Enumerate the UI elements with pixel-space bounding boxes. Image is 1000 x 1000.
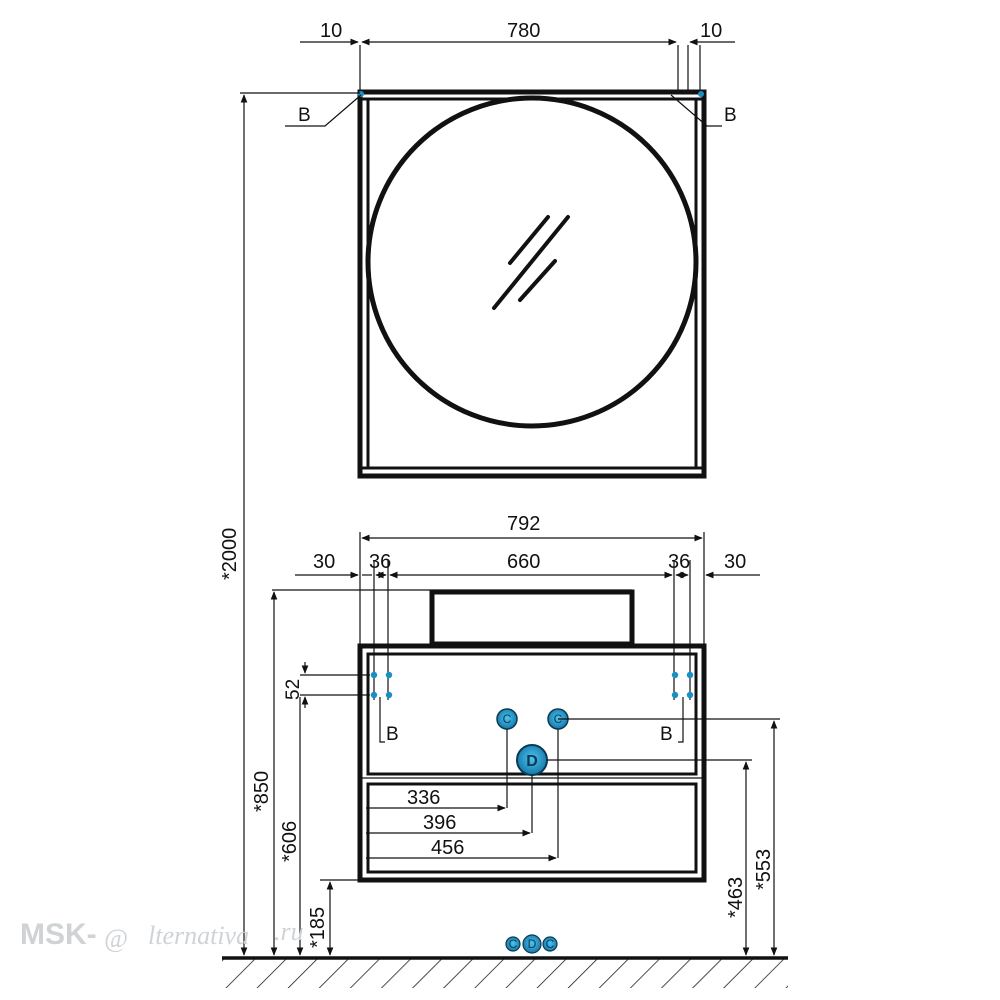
mirror-mount-label-right: B — [724, 105, 737, 126]
svg-text:D: D — [528, 937, 537, 951]
pipe-height-dimensions: *553 *463 — [547, 718, 780, 956]
watermark-at-icon: @ — [104, 924, 128, 953]
overall-height-label: *2000 — [219, 528, 241, 580]
cabinet-bottom-height-label: *185 — [307, 907, 329, 948]
mirror-right-gap-label: 10 — [700, 20, 722, 42]
glass-reflection-icon — [492, 215, 570, 310]
hole-spacing-label: 52 — [283, 679, 304, 700]
watermark-logo: MSK- @ lternativa .ru — [20, 917, 304, 953]
cabinet-top-height-label: *850 — [251, 771, 273, 812]
vanity-cabinet: 792 30 36 660 36 30 — [251, 513, 780, 956]
hole-height-label: *606 — [279, 821, 301, 862]
cabinet-mount-label-right: B — [660, 724, 673, 745]
cabinet-right-outer-label: 30 — [724, 551, 746, 573]
svg-text:C: C — [503, 712, 512, 726]
cabinet-inner-width-label: 660 — [507, 551, 540, 573]
mirror-width-dimension: 10 780 10 — [300, 20, 735, 90]
drain-height-label: *463 — [725, 877, 747, 918]
water-height-label: *553 — [753, 849, 775, 890]
cold-water-marker: C — [496, 708, 518, 730]
mount-holes — [370, 671, 694, 699]
offset-c1-label: 336 — [407, 787, 440, 809]
cabinet-body — [357, 643, 707, 883]
offset-d-label: 396 — [423, 812, 456, 834]
svg-text:C: C — [509, 937, 518, 951]
mirror-frame — [357, 89, 707, 479]
hole-spacing-dimension: 52 — [283, 662, 370, 708]
drain-marker: D — [516, 744, 548, 776]
offset-c2-label: 456 — [431, 837, 464, 859]
basin — [429, 589, 635, 647]
svg-text:MSK-: MSK- — [20, 918, 97, 951]
floor-connection-markers: C D C — [505, 934, 558, 954]
cabinet-mount-label-left: B — [386, 724, 399, 745]
cabinet-total-width-label: 792 — [507, 513, 540, 535]
svg-text:lternativa: lternativa — [148, 921, 249, 950]
round-mirror — [365, 95, 699, 429]
cabinet-left-inner-label: 36 — [369, 551, 391, 573]
cabinet-height-dimensions: *850 *606 *185 — [251, 591, 360, 956]
mirror-mount-point-right — [698, 91, 704, 97]
mirror-width-label: 780 — [507, 20, 540, 42]
cabinet-left-outer-label: 30 — [313, 551, 335, 573]
cabinet-width-dimensions: 792 30 36 660 36 30 — [295, 513, 760, 700]
svg-text:D: D — [526, 753, 538, 770]
cabinet-right-inner-label: 36 — [668, 551, 690, 573]
svg-text:C: C — [546, 937, 555, 951]
pipe-offset-dimensions: 336 396 456 — [366, 729, 559, 862]
overall-height-dimension: *2000 — [219, 92, 360, 956]
floor — [222, 956, 788, 988]
mirror-mount-label-left: B — [298, 105, 311, 126]
svg-text:.ru: .ru — [274, 917, 304, 946]
mirror: 10 780 10 B B — [285, 20, 737, 479]
mirror-left-gap-label: 10 — [320, 20, 342, 42]
